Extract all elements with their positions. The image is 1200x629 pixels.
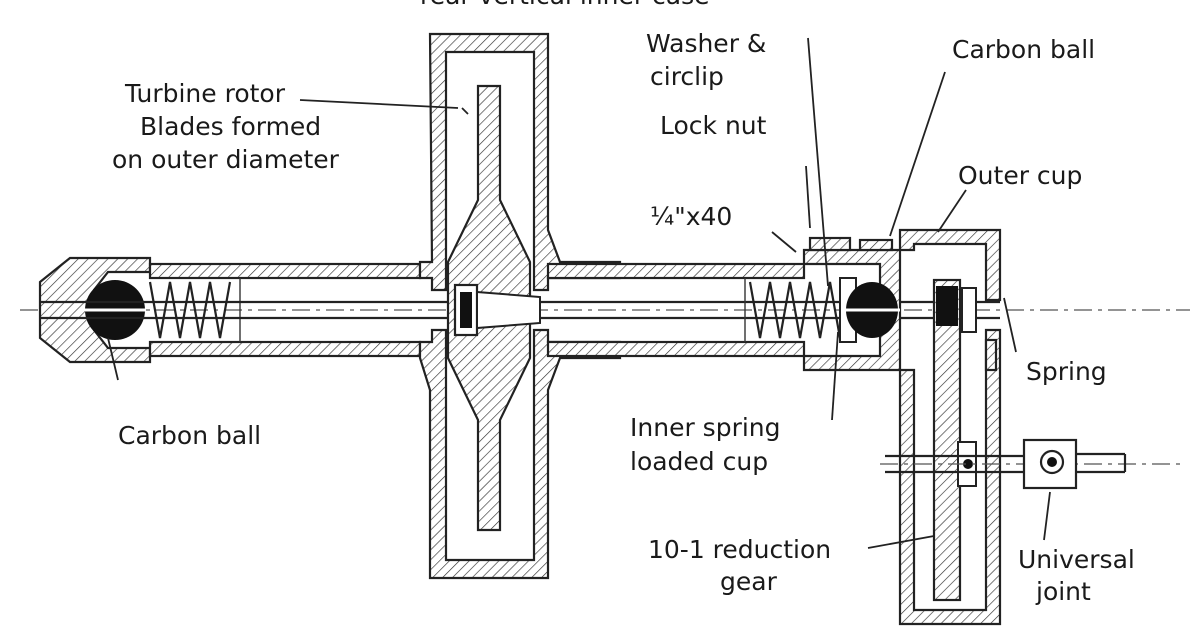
right-carbon-ball [846,282,900,338]
leader-lines [107,37,1051,549]
left-carbon-ball [85,280,145,340]
label-inner-cup-1: Inner spring [630,413,781,442]
label-lock-nut: Lock nut [660,111,767,140]
outer-cup-gearbox [898,228,1002,626]
label-universal-1: Universal [1018,545,1135,574]
label-washer-1: Washer & [646,29,766,58]
label-inner-cup-2: loaded cup [630,447,768,476]
label-turbine-rotor-1: Turbine rotor [124,79,286,108]
label-reduction-2: gear [720,567,778,596]
right-spring [748,281,842,339]
reduction-gear [932,278,977,602]
label-turbine-rotor-2: Blades formed [140,112,321,141]
label-turbine-rotor-3: on outer diameter [112,145,340,174]
label-carbon-ball-right: Carbon ball [952,35,1095,64]
label-outer-cup: Outer cup [958,161,1082,190]
label-spring: Spring [1026,357,1107,386]
turbine-rotor [446,84,541,532]
label-universal-2: joint [1035,577,1091,606]
label-washer-2: circlip [650,62,724,91]
universal-joint [1022,438,1127,490]
label-reduction-1: 10-1 reduction [648,535,831,564]
label-carbon-ball-left: Carbon ball [118,421,261,450]
right-shaft-housing [546,262,806,358]
left-spring [148,281,232,339]
top-caption: rear vertical inner case [420,0,710,10]
label-thread: ¼"x40 [650,202,732,231]
